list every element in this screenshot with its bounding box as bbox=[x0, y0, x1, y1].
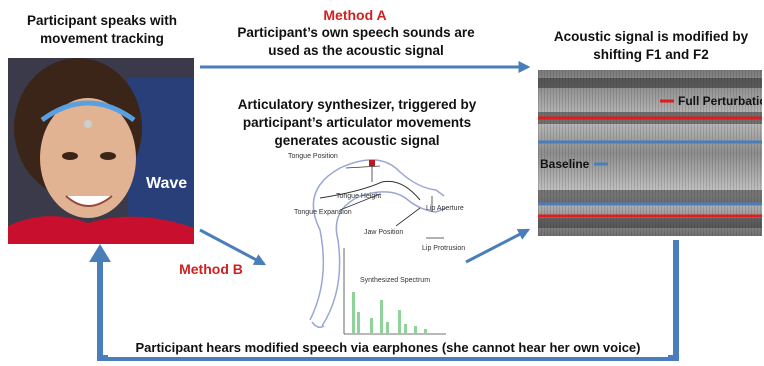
synth-to-spectrogram-arrow bbox=[465, 228, 531, 264]
spectrum-peaks bbox=[352, 292, 427, 334]
full-perturbation-label: Full Perturbation bbox=[678, 94, 762, 108]
method-a-label: Method A bbox=[323, 7, 387, 23]
method-b-arrow bbox=[199, 228, 267, 266]
label-tongue-height: Tongue Height bbox=[336, 193, 381, 200]
label-tongue-expansion: Tongue Expansion bbox=[294, 209, 352, 216]
participant-illustration: Wave bbox=[8, 58, 194, 244]
wave-banner-text: Wave bbox=[146, 175, 187, 192]
participant-tracking-caption: Participant speaks with movement trackin… bbox=[26, 13, 178, 46]
spectrogram-panel: Full Perturbation Baseline bbox=[538, 70, 762, 236]
spectrogram-graphic: Full Perturbation Baseline bbox=[538, 70, 762, 236]
feedback-loop-arrow bbox=[97, 240, 679, 361]
feedback-loop-arrowhead bbox=[89, 244, 111, 262]
acoustic-modified-caption: Acoustic signal is modified by shifting … bbox=[553, 29, 749, 62]
label-lip-aperture: Lip Aperture bbox=[426, 205, 464, 212]
label-tongue-position: Tongue Position bbox=[288, 153, 338, 160]
label-jaw-position: Jaw Position bbox=[364, 229, 403, 236]
label-synthesized-spectrum: Synthesized Spectrum bbox=[360, 277, 430, 284]
baseline-label: Baseline bbox=[540, 157, 590, 171]
method-b-label: Method B bbox=[179, 261, 243, 277]
synthesizer-description: Articulatory synthesizer, triggered by p… bbox=[237, 97, 477, 148]
tongue-marker bbox=[369, 160, 375, 166]
label-lip-protrusion: Lip Protrusion bbox=[422, 245, 465, 252]
bottom-feedback-caption: Participant hears modified speech via ea… bbox=[108, 339, 668, 357]
participant-photo: Wave bbox=[8, 58, 194, 244]
vocal-tract-outline bbox=[309, 159, 445, 321]
method-a-description: Participant’s own speech sounds are used… bbox=[237, 25, 475, 58]
